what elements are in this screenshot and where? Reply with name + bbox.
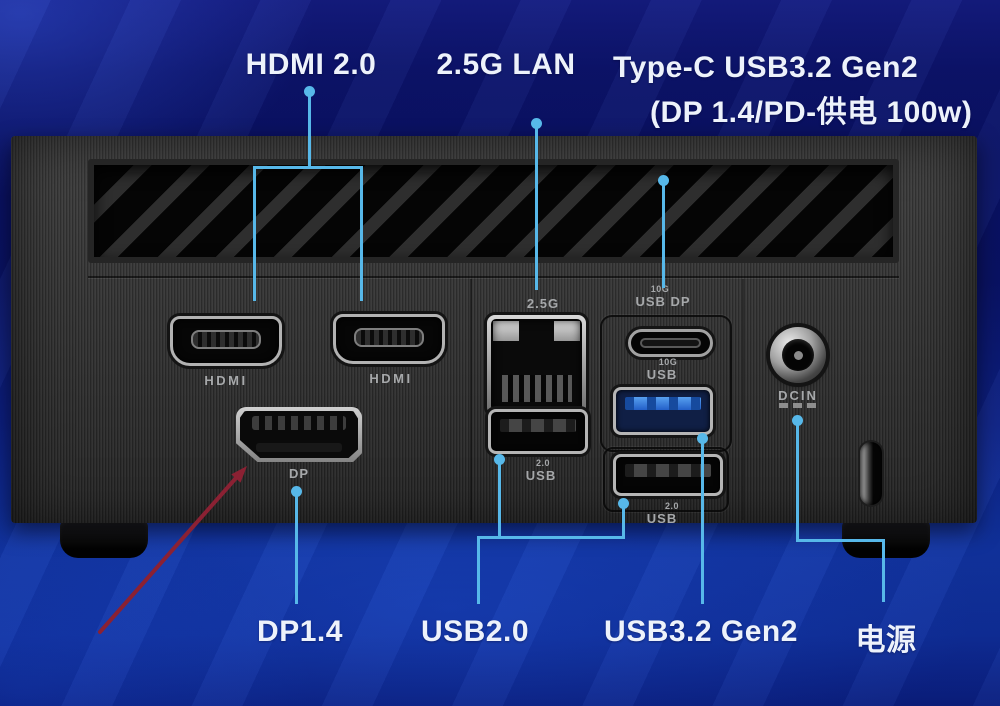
top-label-hdmi: HDMI 2.0 (245, 48, 377, 81)
power-callout-drop (882, 541, 885, 602)
hdmi-port-2 (333, 314, 445, 364)
dc-in-jack (770, 327, 826, 383)
bottom-label-usb2: USB2.0 (420, 615, 530, 648)
power-callout-dot (792, 415, 803, 426)
usb2-lower-label: USB (646, 511, 678, 526)
usb2-front-label: USB (525, 468, 557, 483)
top-label-typec-line2: (DP 1.4/PD-供电 100w) (650, 96, 973, 129)
dp-callout-line (295, 494, 298, 604)
panel-seam-vertical-left (470, 279, 472, 520)
typec-label: USB DP (635, 294, 691, 309)
bottom-label-usb32: USB3.2 Gen2 (604, 615, 798, 648)
hdmi-callout-stem (308, 94, 311, 168)
usb10g-label: USB (646, 367, 678, 382)
usb2-front-callout-dot (494, 454, 505, 465)
hdmi-callout-bracket (253, 166, 363, 169)
usb2-lower-tier-label: 2.0 (664, 501, 679, 511)
displayport-cavity (240, 411, 358, 458)
dcin-spec-marks (779, 403, 818, 408)
ethernet-port (487, 315, 586, 415)
usb2-callout-bracket (477, 536, 625, 539)
ethernet-cavity (491, 319, 582, 411)
bottom-label-dp: DP1.4 (257, 615, 343, 648)
vent-grille (88, 159, 899, 263)
typec-callout-line (662, 183, 665, 288)
usb32-callout-dot (697, 433, 708, 444)
hdmi-port-1 (170, 316, 282, 366)
usb2-port-front (488, 409, 588, 454)
usb2-lower-callout-dot (618, 498, 629, 509)
hdmi-port-2-label: HDMI (369, 371, 413, 386)
top-label-lan: 2.5G LAN (436, 48, 576, 81)
panel-seam-vertical-right (742, 279, 744, 520)
bottom-label-power: 电源 (855, 624, 917, 657)
usb2-front-callout-line (498, 462, 501, 539)
panel-seam-horizontal (88, 276, 899, 278)
typec-usb-group-outline (600, 315, 732, 452)
kensington-lock-slot (860, 442, 882, 505)
usb2-lower-group-outline (603, 447, 729, 512)
device-foot-right (842, 519, 930, 558)
typec-callout-dot (658, 175, 669, 186)
usb3-port-blue (613, 387, 713, 435)
typec-tier-label: 10G (650, 284, 670, 294)
lan-callout-line (535, 126, 538, 290)
hdmi-port-1-label: HDMI (204, 373, 248, 388)
hdmi-callout-right-leg (360, 168, 363, 301)
dp-callout-dot (291, 486, 302, 497)
hdmi-callout-left-leg (253, 168, 256, 301)
displayport-port (236, 407, 362, 462)
lan-port-label: 2.5G (526, 296, 560, 311)
power-callout-elbow (796, 539, 885, 542)
usb10g-tier-label: 10G (658, 357, 678, 367)
displayport-label: DP (288, 466, 310, 481)
hdmi-callout-dot (304, 86, 315, 97)
usb32-callout-line (701, 441, 704, 604)
usb2-port-lower (613, 454, 723, 496)
usb2-callout-drop (477, 538, 480, 604)
lan-callout-dot (531, 118, 542, 129)
usb2-lower-callout-line (622, 506, 625, 539)
usb-c-port (628, 329, 713, 357)
dcin-label: DCIN (778, 388, 818, 403)
power-callout-line (796, 423, 799, 542)
usb2-front-tier-label: 2.0 (535, 458, 550, 468)
device-foot-left (60, 519, 148, 558)
top-label-typec-line1: Type-C USB3.2 Gen2 (613, 51, 919, 84)
